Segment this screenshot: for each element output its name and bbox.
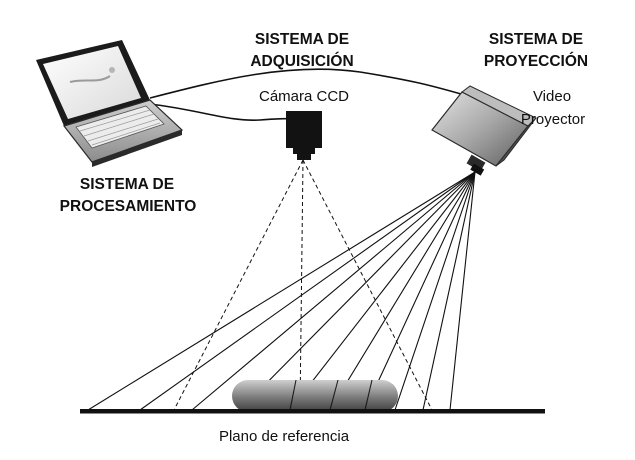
- acquisition-system-title-line1: SISTEMA DE: [255, 31, 349, 48]
- camera-field-of-view: [173, 159, 433, 411]
- reference-plane-line: [80, 409, 545, 414]
- laptop-to-camera-cable: [149, 103, 301, 123]
- projection-system-title-line2: PROYECCIÓN: [484, 52, 588, 70]
- processing-system-title-line1: SISTEMA DE: [80, 176, 174, 193]
- ccd-camera-icon: [286, 111, 322, 160]
- projector-label-line1: Video: [533, 88, 571, 105]
- projection-beam-on-object: [289, 379, 373, 411]
- camera-label: Cámara CCD: [259, 88, 349, 105]
- projector-label-line2: Proyector: [521, 111, 585, 128]
- laptop-to-projector-cable: [149, 68, 469, 99]
- acquisition-system-title-line2: ADQUISICIÓN: [250, 52, 353, 70]
- processing-system-title-line2: PROCESAMIENTO: [60, 198, 197, 215]
- measured-object: [232, 380, 398, 412]
- projection-beam: [87, 171, 476, 411]
- video-projector-icon: [431, 85, 537, 176]
- projection-system-title-line1: SISTEMA DE: [489, 31, 583, 48]
- laptop-icon: [36, 40, 184, 167]
- reference-plane-label: Plano de referencia: [219, 428, 350, 445]
